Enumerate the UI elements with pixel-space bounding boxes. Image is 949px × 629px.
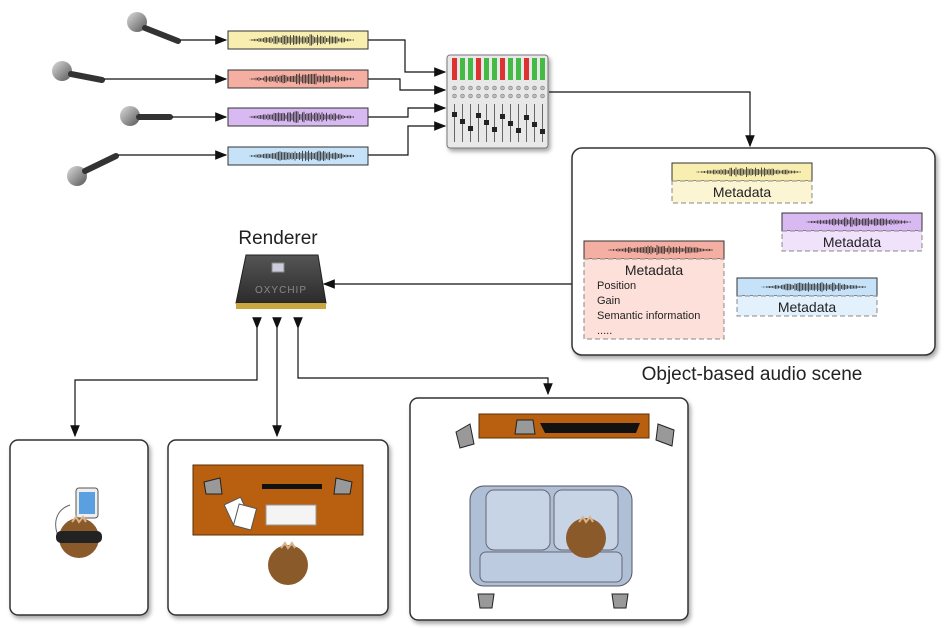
audio-track bbox=[227, 69, 369, 89]
audio-track bbox=[227, 146, 369, 166]
audio-track bbox=[227, 107, 369, 127]
level-meter bbox=[516, 58, 521, 80]
metadata-label: Metadata bbox=[625, 262, 684, 278]
speaker-icon bbox=[477, 593, 495, 609]
audio-object: Metadata bbox=[671, 162, 813, 204]
waveform bbox=[249, 73, 354, 85]
speaker-icon bbox=[611, 593, 629, 609]
papers-icon bbox=[223, 496, 258, 531]
level-meter bbox=[540, 58, 545, 80]
fader bbox=[524, 115, 529, 120]
renderer-chip-icon: OXYCHIP bbox=[235, 254, 327, 309]
fader bbox=[508, 121, 513, 126]
metadata-label: Metadata bbox=[823, 234, 882, 250]
level-meter bbox=[460, 58, 465, 80]
fader bbox=[452, 112, 457, 117]
speaker-icon bbox=[203, 477, 223, 495]
level-meter bbox=[476, 58, 481, 80]
listener-icon bbox=[268, 541, 308, 585]
connector-arrow bbox=[549, 91, 755, 148]
level-meter bbox=[452, 58, 457, 80]
level-meter bbox=[532, 58, 537, 80]
fader bbox=[476, 113, 481, 118]
fader bbox=[532, 122, 537, 127]
metadata-detail: Gain bbox=[597, 295, 620, 307]
audio-object: Metadata bbox=[736, 277, 878, 317]
level-meter bbox=[468, 58, 473, 80]
sofa-icon bbox=[469, 485, 633, 587]
connector-arrow bbox=[368, 78, 447, 95]
audio-track bbox=[227, 30, 369, 50]
waveform bbox=[249, 150, 354, 162]
waveform bbox=[608, 245, 713, 255]
level-meter bbox=[492, 58, 497, 80]
monitor-icon bbox=[262, 484, 322, 489]
metadata-detail: Position bbox=[597, 280, 636, 292]
listener-with-headphones-icon bbox=[56, 515, 102, 558]
fader bbox=[492, 127, 497, 132]
waveform bbox=[696, 167, 801, 177]
fader bbox=[500, 114, 505, 119]
speaker-icon bbox=[514, 419, 536, 435]
fader bbox=[540, 129, 545, 134]
listener-icon bbox=[566, 515, 606, 558]
level-meter bbox=[508, 58, 513, 80]
fader bbox=[484, 120, 489, 125]
level-meter bbox=[484, 58, 489, 80]
connector-arrow bbox=[368, 121, 447, 156]
microphone-icon bbox=[120, 106, 173, 126]
fader bbox=[516, 128, 521, 133]
waveform bbox=[249, 111, 354, 123]
connector-arrow bbox=[368, 103, 447, 118]
metadata-detail: ..... bbox=[597, 325, 612, 337]
audio-object: Metadata bbox=[781, 212, 923, 252]
waveform bbox=[249, 34, 354, 46]
keyboard-icon bbox=[265, 504, 317, 526]
connector-arrow bbox=[70, 317, 262, 438]
tablet-icon bbox=[75, 487, 99, 519]
tv-icon bbox=[540, 423, 640, 433]
speaker-icon bbox=[655, 423, 675, 447]
speaker-icon bbox=[333, 477, 353, 495]
connector-arrow bbox=[368, 39, 447, 77]
chip-brand: OXYCHIP bbox=[255, 285, 307, 296]
waveform bbox=[761, 282, 866, 292]
fader bbox=[460, 119, 465, 124]
level-meter bbox=[524, 58, 529, 80]
metadata-detail: Semantic information bbox=[597, 310, 700, 322]
fader bbox=[468, 126, 473, 131]
microphone-icon bbox=[52, 61, 105, 83]
mixer-console-icon bbox=[446, 54, 549, 149]
connector-arrow bbox=[293, 317, 553, 396]
microphone-icon bbox=[67, 153, 119, 186]
metadata-label: Metadata bbox=[778, 299, 837, 315]
microphone-icon bbox=[127, 12, 181, 44]
metadata-label: Metadata bbox=[713, 184, 772, 200]
renderer-label: Renderer bbox=[238, 228, 318, 249]
waveform bbox=[806, 217, 911, 227]
scene-label: Object-based audio scene bbox=[642, 364, 863, 385]
level-meter bbox=[500, 58, 505, 80]
speaker-icon bbox=[455, 423, 475, 449]
